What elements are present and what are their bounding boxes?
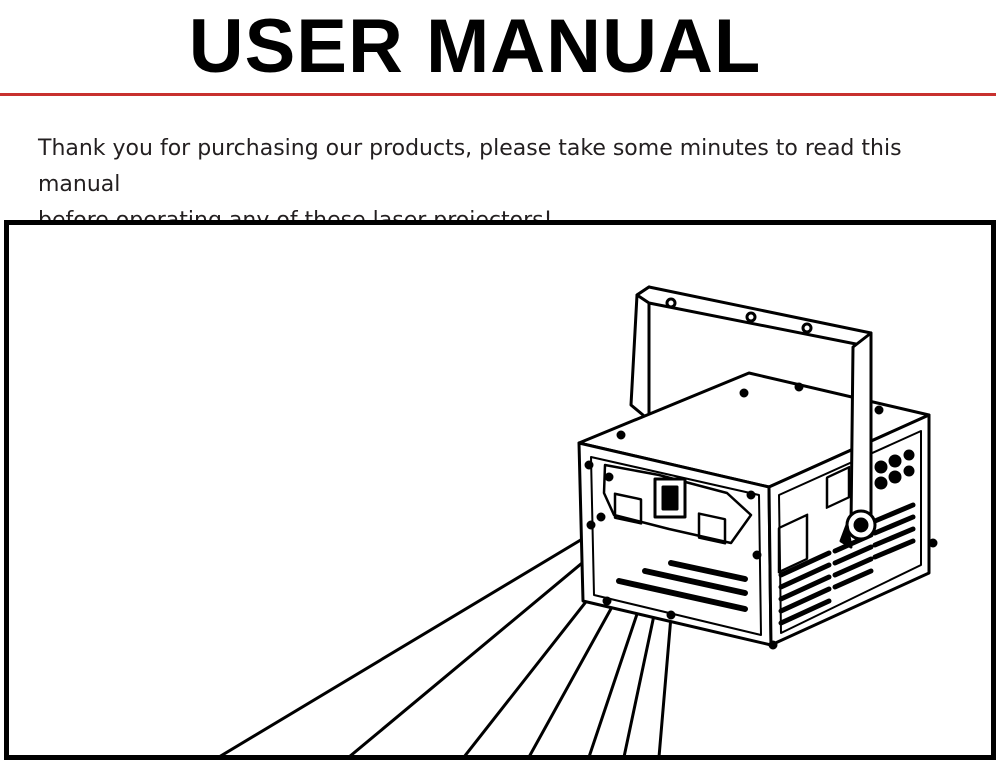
front-vents (616, 560, 748, 612)
intro-line-1: Thank you for purchasing our products, p… (38, 136, 902, 197)
handle-knob (839, 331, 877, 549)
page-title: USER MANUAL (188, 4, 762, 89)
laser-projector-illustration (219, 285, 938, 755)
title-divider (0, 93, 996, 96)
carry-handle (629, 285, 873, 422)
illustration-frame (4, 220, 996, 760)
side-connectors (874, 449, 915, 490)
side-vents (778, 502, 916, 626)
